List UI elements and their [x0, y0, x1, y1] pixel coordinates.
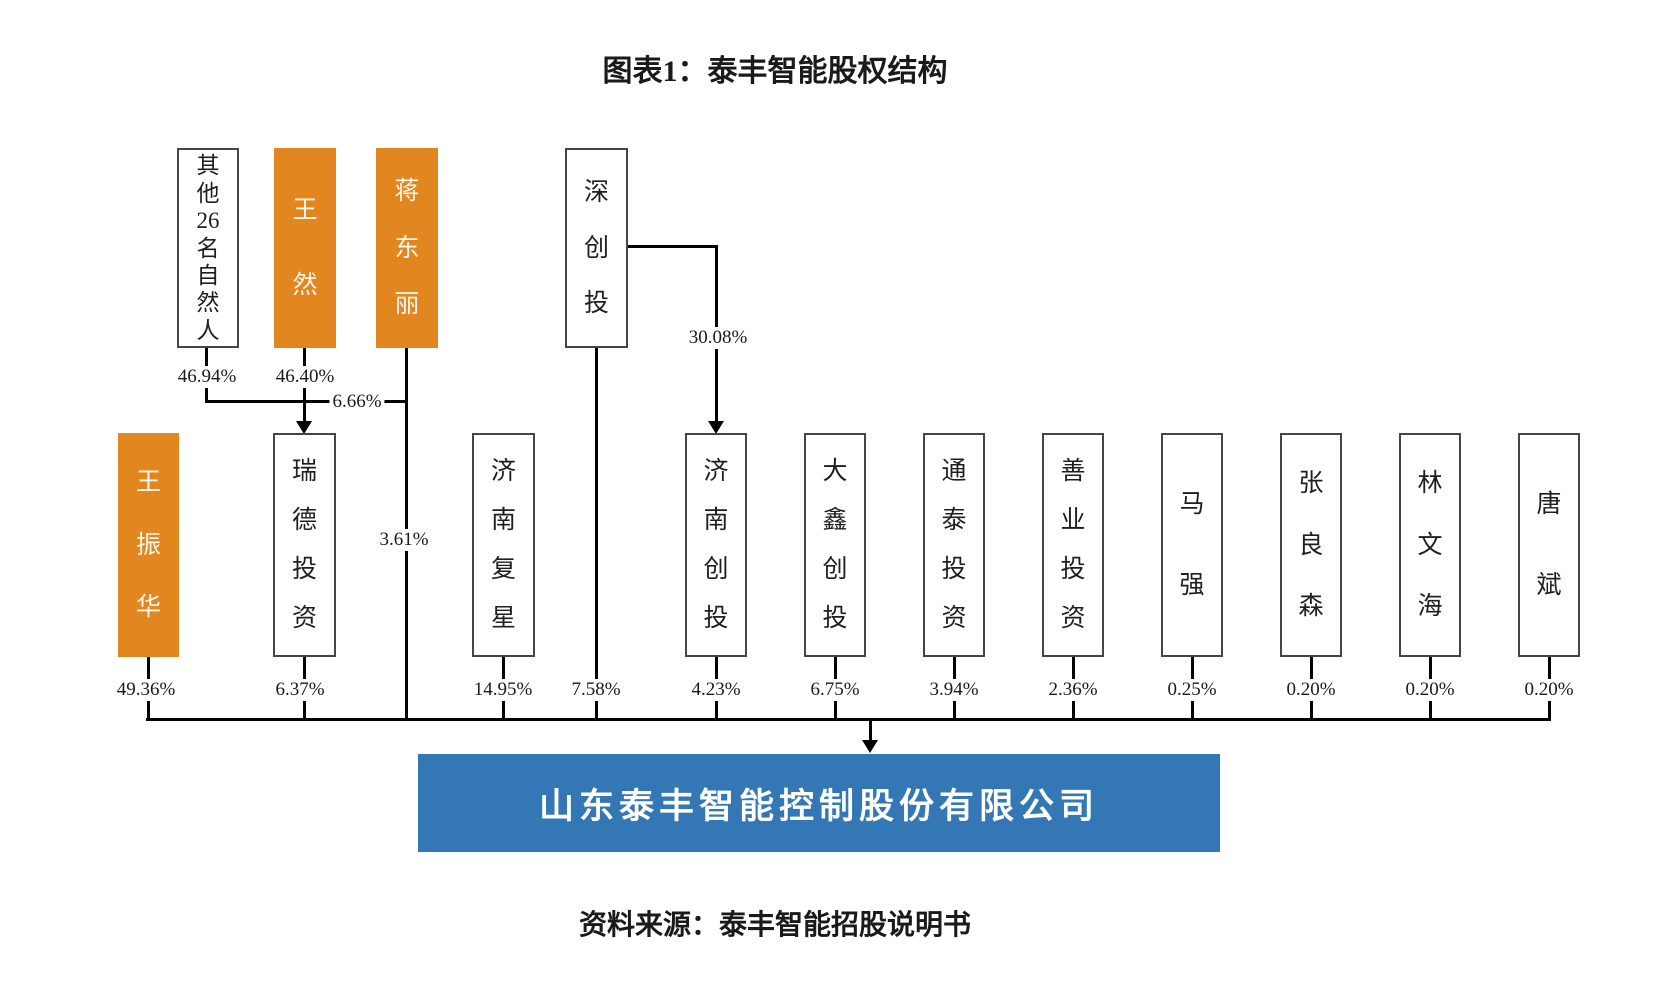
shareholder-box-ruide-investment: 瑞德投资 — [273, 433, 336, 657]
pct-zhang-liangsen: 0.20% — [1283, 679, 1339, 701]
connector-shenchuangtou-branch-horizontal — [628, 245, 718, 248]
shareholder-box-jiang-dongli: 蒋东丽 — [376, 148, 438, 348]
pct-wang-zhenhua: 49.36% — [113, 679, 179, 701]
connector-arrow-stem-company — [869, 721, 872, 743]
company-name: 山东泰丰智能控制股份有限公司 — [538, 786, 1099, 826]
arrowhead-into-jinan-vc — [708, 421, 724, 434]
shareholder-box-wang-ran: 王然 — [274, 148, 336, 348]
connector-arrow-stem-ruide — [303, 402, 306, 424]
pct-shenchuangtou-to-jinan-vc: 30.08% — [685, 327, 751, 349]
shareholder-box-wang-zhenhua: 王振华 — [118, 433, 179, 657]
pct-shenchuangtou-to-company: 7.58% — [568, 679, 624, 701]
pct-shanye: 2.36% — [1045, 679, 1101, 701]
shareholder-box-shenzhen-capital: 深创投 — [565, 148, 628, 348]
shareholder-box-shanye-investment: 善业投资 — [1042, 433, 1104, 657]
shareholder-box-tang-bin: 唐斌 — [1518, 433, 1580, 657]
connector-ruide-horizontal — [205, 400, 408, 403]
arrowhead-into-company — [862, 740, 878, 753]
pct-jiangdongli-to-company: 3.61% — [376, 529, 432, 551]
shareholder-box-ma-qiang: 马强 — [1161, 433, 1223, 657]
pct-lin-wenhai: 0.20% — [1402, 679, 1458, 701]
pct-wangran-to-ruide: 46.40% — [272, 366, 338, 388]
shareholder-box-lin-wenhai: 林文海 — [1399, 433, 1461, 657]
pct-ma-qiang: 0.25% — [1164, 679, 1220, 701]
arrowhead-into-ruide — [296, 421, 312, 434]
shareholder-box-tongtai-investment: 通泰投资 — [923, 433, 985, 657]
pct-tongtai: 3.94% — [926, 679, 982, 701]
pct-jiangdongli-to-ruide: 6.66% — [329, 391, 385, 413]
diagram-title: 图表1：泰丰智能股权结构 — [602, 55, 948, 88]
pct-daxin-vc: 6.75% — [807, 679, 863, 701]
shareholder-box-daxin-vc: 大鑫创投 — [804, 433, 866, 657]
pct-tang-bin: 0.20% — [1521, 679, 1577, 701]
shareholder-box-zhang-liangsen: 张良森 — [1280, 433, 1342, 657]
pct-jinan-vc: 4.23% — [688, 679, 744, 701]
bus-line — [146, 718, 1551, 721]
pct-ruide: 6.37% — [272, 679, 328, 701]
pct-jinan-fuxing: 14.95% — [470, 679, 536, 701]
source-note: 资料来源：泰丰智能招股说明书 — [578, 910, 972, 941]
shareholder-box-jinan-fuxing: 济南复星 — [472, 433, 535, 657]
connector-shenchuangtou-down — [595, 348, 598, 718]
shareholder-box-jinan-vc: 济南创投 — [685, 433, 747, 657]
pct-other26-to-ruide: 46.94% — [174, 366, 240, 388]
company-box: 山东泰丰智能控制股份有限公司 — [418, 754, 1220, 852]
